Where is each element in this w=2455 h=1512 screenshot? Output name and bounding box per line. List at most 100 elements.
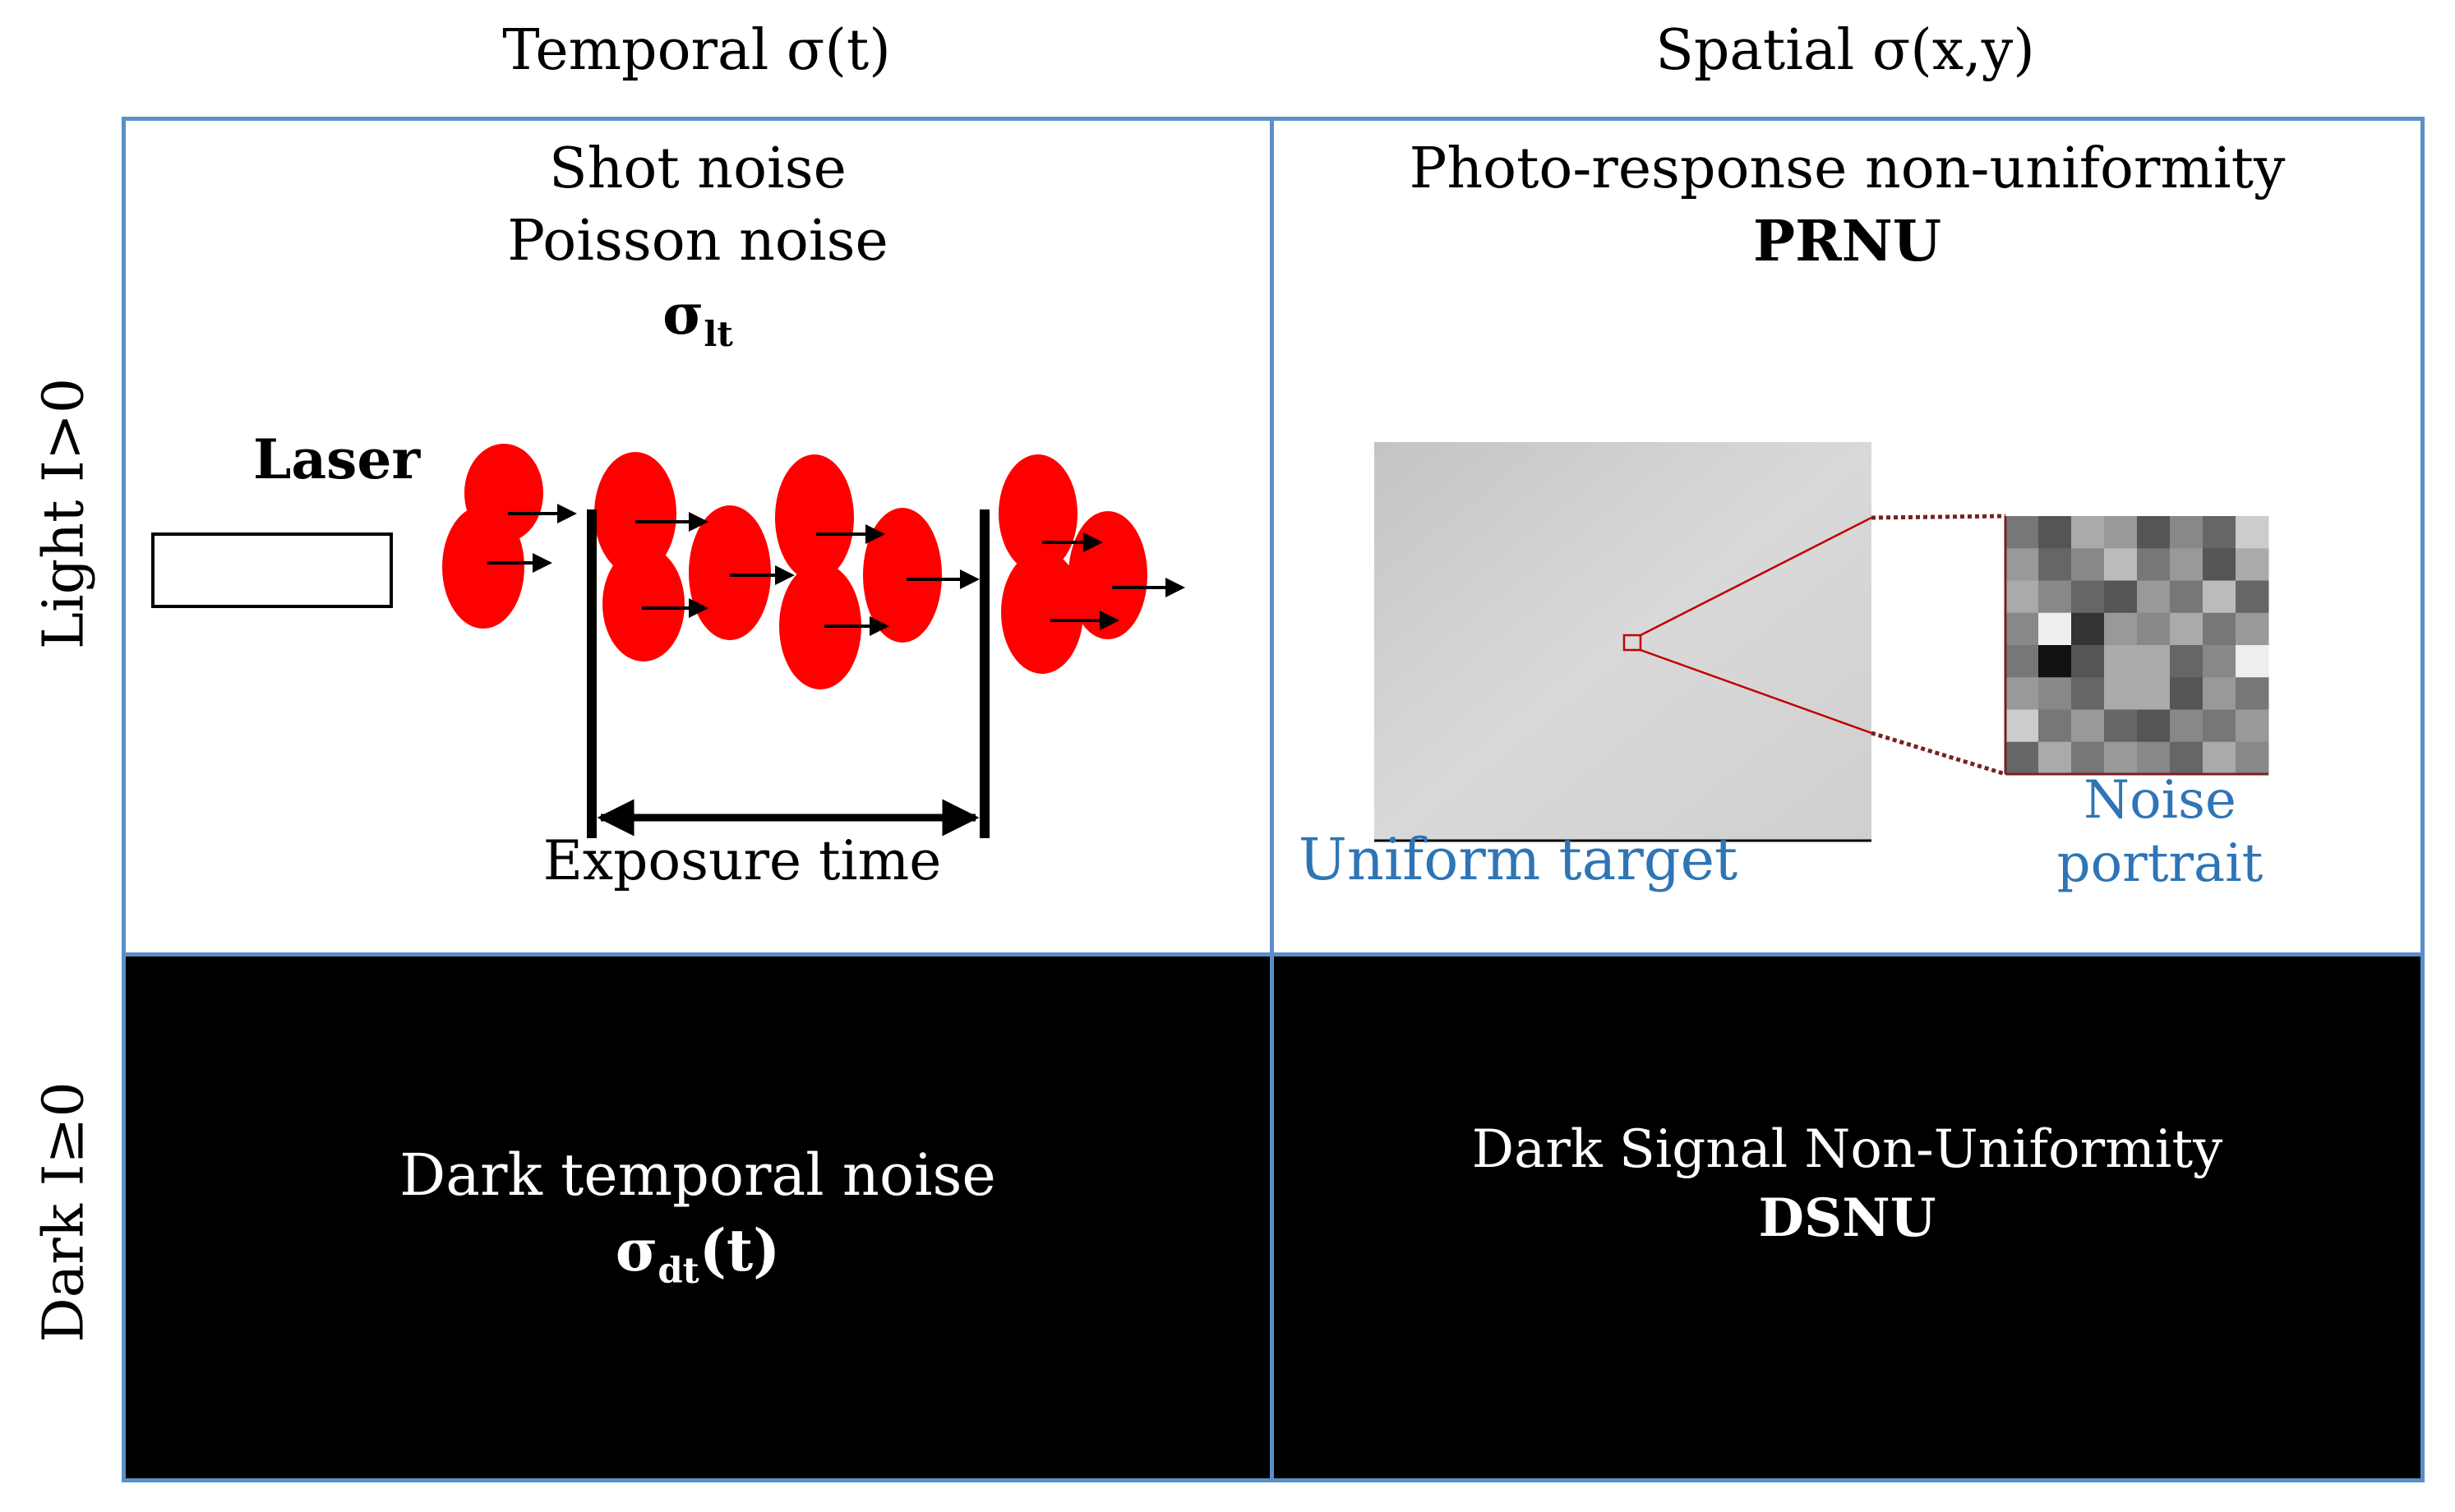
- noise-label: Noise: [2084, 770, 2236, 831]
- noise-pixel: [2137, 580, 2171, 614]
- noise-pixel: [2236, 645, 2269, 678]
- noise-pixel: [2236, 741, 2269, 775]
- noise-pixel: [2236, 580, 2269, 614]
- noise-pixel: [2038, 709, 2072, 743]
- cell-dark-spatial: [1270, 952, 2425, 1482]
- prnu-full-label: Photo-response non-uniformity: [1409, 136, 2286, 201]
- noise-pixel: [2137, 548, 2171, 581]
- shot-noise-label: Shot noise: [549, 136, 847, 201]
- column-header-temporal: Temporal σ(t): [502, 18, 891, 83]
- noise-pixel: [2203, 612, 2236, 646]
- portrait-label: portrait: [2057, 833, 2263, 894]
- noise-pixel: [2071, 548, 2105, 581]
- dsnu-full-label: Dark Signal Non-Uniformity: [1471, 1119, 2223, 1180]
- noise-pixel: [2104, 741, 2138, 775]
- noise-pixel: [2071, 677, 2105, 710]
- shot-noise-title: Shot noise Poisson noise σlt: [126, 133, 1270, 356]
- sigma-dt-symbol: σdt(t): [615, 1216, 781, 1293]
- noise-pixel: [2137, 677, 2171, 710]
- noise-pixel: [2038, 580, 2072, 614]
- noise-pixel: [2236, 548, 2269, 581]
- prnu-illustration: Uniform target Noise portrait: [1299, 442, 2269, 894]
- photon: [689, 505, 771, 640]
- noise-portrait-image: [2005, 516, 2269, 775]
- noise-pixel: [2104, 645, 2138, 678]
- prnu-title: Photo-response non-uniformity PRNU: [1274, 133, 2420, 279]
- noise-pixel: [2071, 612, 2105, 646]
- noise-pixel: [2203, 709, 2236, 743]
- noise-pixel: [2071, 645, 2105, 678]
- zoom-region: [1622, 634, 1642, 652]
- dsnu-text: Dark Signal Non-Uniformity DSNU: [1274, 1116, 2420, 1252]
- noise-pixel: [2104, 612, 2138, 646]
- noise-pixel: [2170, 677, 2204, 710]
- noise-pixel: [2038, 645, 2072, 678]
- noise-pixel: [2005, 548, 2039, 581]
- noise-pixel: [2104, 548, 2138, 581]
- noise-pixel: [2170, 580, 2204, 614]
- photon: [779, 563, 861, 689]
- noise-pixel: [2170, 548, 2204, 581]
- row-header-light: Light I>0: [31, 377, 97, 650]
- laser-label: Laser: [253, 427, 421, 491]
- dark-temporal-text: Dark temporal noise σdt(t): [126, 1138, 1270, 1295]
- noise-pixel: [2170, 612, 2204, 646]
- noise-pixel: [2236, 516, 2269, 549]
- noise-pixel: [2071, 580, 2105, 614]
- noise-pixel: [2203, 677, 2236, 710]
- noise-pixel: [2203, 741, 2236, 775]
- photon: [594, 452, 676, 575]
- noise-pixel: [2005, 612, 2039, 646]
- dsnu-acronym: DSNU: [1758, 1187, 1936, 1250]
- photon-group: [442, 444, 1147, 689]
- uniform-target-image: [1374, 442, 1871, 841]
- noise-pixel: [2137, 709, 2171, 743]
- noise-pixel: [2170, 645, 2204, 678]
- noise-pixel: [2005, 677, 2039, 710]
- poisson-noise-label: Poisson noise: [507, 209, 888, 274]
- uniform-target-label: Uniform target: [1299, 826, 1737, 893]
- photon: [602, 546, 685, 662]
- noise-pixel: [2203, 645, 2236, 678]
- noise-pixel: [2104, 677, 2138, 710]
- noise-pixel: [2038, 612, 2072, 646]
- sigma-lt-symbol: σlt: [662, 281, 733, 354]
- noise-pixel: [2104, 709, 2138, 743]
- noise-pixel: [2005, 645, 2039, 678]
- photon: [863, 508, 942, 643]
- noise-pixel: [2071, 709, 2105, 743]
- noise-pixel: [2236, 612, 2269, 646]
- shot-noise-illustration: Laser Exposure time: [151, 427, 1185, 892]
- photon: [1001, 551, 1083, 674]
- noise-pixel: [2203, 580, 2236, 614]
- noise-pixel: [2005, 516, 2039, 549]
- noise-pixel: [2104, 516, 2138, 549]
- noise-pixel: [2137, 612, 2171, 646]
- noise-pixel: [2137, 741, 2171, 775]
- noise-pixel: [2104, 580, 2138, 614]
- noise-pixel: [2236, 677, 2269, 710]
- noise-pixel: [2170, 516, 2204, 549]
- laser-box: [151, 532, 393, 608]
- prnu-acronym: PRNU: [1752, 209, 1942, 275]
- noise-pixel: [2005, 741, 2039, 775]
- noise-pixel: [2236, 709, 2269, 743]
- dark-temporal-noise-label: Dark temporal noise: [399, 1141, 996, 1209]
- exposure-time-label: Exposure time: [543, 829, 942, 892]
- noise-pixel: [2005, 709, 2039, 743]
- noise-pixel: [2170, 709, 2204, 743]
- photon-arrows: [487, 504, 1185, 636]
- noise-pixel: [2038, 548, 2072, 581]
- noise-pixel: [2005, 580, 2039, 614]
- noise-pixel: [2071, 516, 2105, 549]
- noise-pixel: [2203, 516, 2236, 549]
- noise-pixel: [2038, 677, 2072, 710]
- row-header-dark: Dark I≥0: [31, 1081, 97, 1343]
- noise-pixel: [2137, 516, 2171, 549]
- noise-pixel: [2038, 741, 2072, 775]
- noise-pixel: [2071, 741, 2105, 775]
- noise-pixel: [2203, 548, 2236, 581]
- noise-pixel: [2137, 645, 2171, 678]
- cell-dark-temporal: [122, 952, 1274, 1482]
- photon: [775, 454, 854, 581]
